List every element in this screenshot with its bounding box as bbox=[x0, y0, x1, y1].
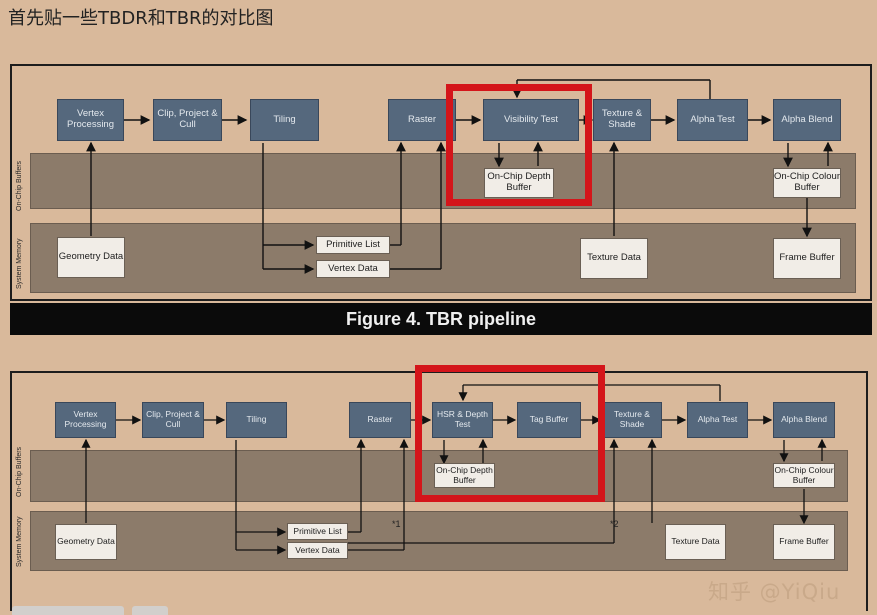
geometry-data: Geometry Data bbox=[57, 237, 125, 278]
on-chip-colour-buffer: On-Chip Colour Buffer bbox=[773, 463, 835, 488]
frame-buffer: Frame Buffer bbox=[773, 238, 841, 279]
stage-tiling: Tiling bbox=[226, 402, 287, 438]
texture-data: Texture Data bbox=[665, 524, 726, 560]
bottom-tab-2[interactable] bbox=[132, 606, 168, 615]
on-chip-band bbox=[30, 153, 856, 209]
figure-frame bbox=[10, 371, 868, 611]
tbr-pipeline-figure: On-Chip Buffers System Memory Verte bbox=[10, 64, 872, 335]
stage-alpha-blend: Alpha Blend bbox=[773, 402, 835, 438]
on-chip-colour-buffer: On-Chip Colour Buffer bbox=[773, 168, 841, 198]
stage-raster: Raster bbox=[349, 402, 411, 438]
primitive-list: Primitive List bbox=[287, 523, 348, 540]
stage-vertex-processing: Vertex Processing bbox=[57, 99, 124, 141]
texture-data: Texture Data bbox=[580, 238, 648, 279]
stage-raster: Raster bbox=[388, 99, 456, 141]
figure-frame bbox=[10, 64, 872, 301]
stage-texture-shade: Texture & Shade bbox=[602, 402, 662, 438]
note-marker-2: *2 bbox=[610, 519, 619, 529]
stage-tag-buffer: Tag Buffer bbox=[517, 402, 581, 438]
stage-vertex-processing: Vertex Processing bbox=[55, 402, 116, 438]
highlight-box bbox=[415, 365, 605, 502]
watermark: 知乎 @YiQiu bbox=[708, 580, 841, 604]
figure-caption: Figure 4. TBR pipeline bbox=[10, 303, 872, 335]
tbdr-connectors bbox=[81, 384, 827, 555]
highlight-box bbox=[446, 84, 592, 206]
primitive-list: Primitive List bbox=[316, 236, 390, 254]
stage-tiling: Tiling bbox=[250, 99, 319, 141]
on-chip-depth-buffer: On-Chip Depth Buffer bbox=[484, 168, 554, 198]
system-memory-band bbox=[30, 223, 856, 293]
page-heading: 首先贴一些TBDR和TBR的对比图 bbox=[8, 8, 274, 29]
vertex-data: Vertex Data bbox=[316, 260, 390, 278]
stage-hsr-depth-test: HSR & Depth Test bbox=[432, 402, 493, 438]
vertex-data: Vertex Data bbox=[287, 542, 348, 559]
stage-clip-project-cull: Clip, Project & Cull bbox=[153, 99, 222, 141]
on-chip-depth-buffer: On-Chip Depth Buffer bbox=[434, 463, 495, 488]
stage-alpha-blend: Alpha Blend bbox=[773, 99, 841, 141]
tbr-connectors bbox=[86, 79, 833, 274]
stage-visibility-test: Visibility Test bbox=[483, 99, 579, 141]
tbdr-pipeline-figure: On-Chip Buffers System Memory bbox=[10, 365, 872, 611]
stage-texture-shade: Texture & Shade bbox=[593, 99, 651, 141]
stage-alpha-test: Alpha Test bbox=[677, 99, 748, 141]
stage-alpha-test: Alpha Test bbox=[687, 402, 748, 438]
frame-buffer: Frame Buffer bbox=[773, 524, 835, 560]
stage-clip-project-cull: Clip, Project & Cull bbox=[142, 402, 204, 438]
note-marker-1: *1 bbox=[392, 519, 401, 529]
geometry-data: Geometry Data bbox=[55, 524, 117, 560]
bottom-tab-1[interactable] bbox=[12, 606, 124, 615]
